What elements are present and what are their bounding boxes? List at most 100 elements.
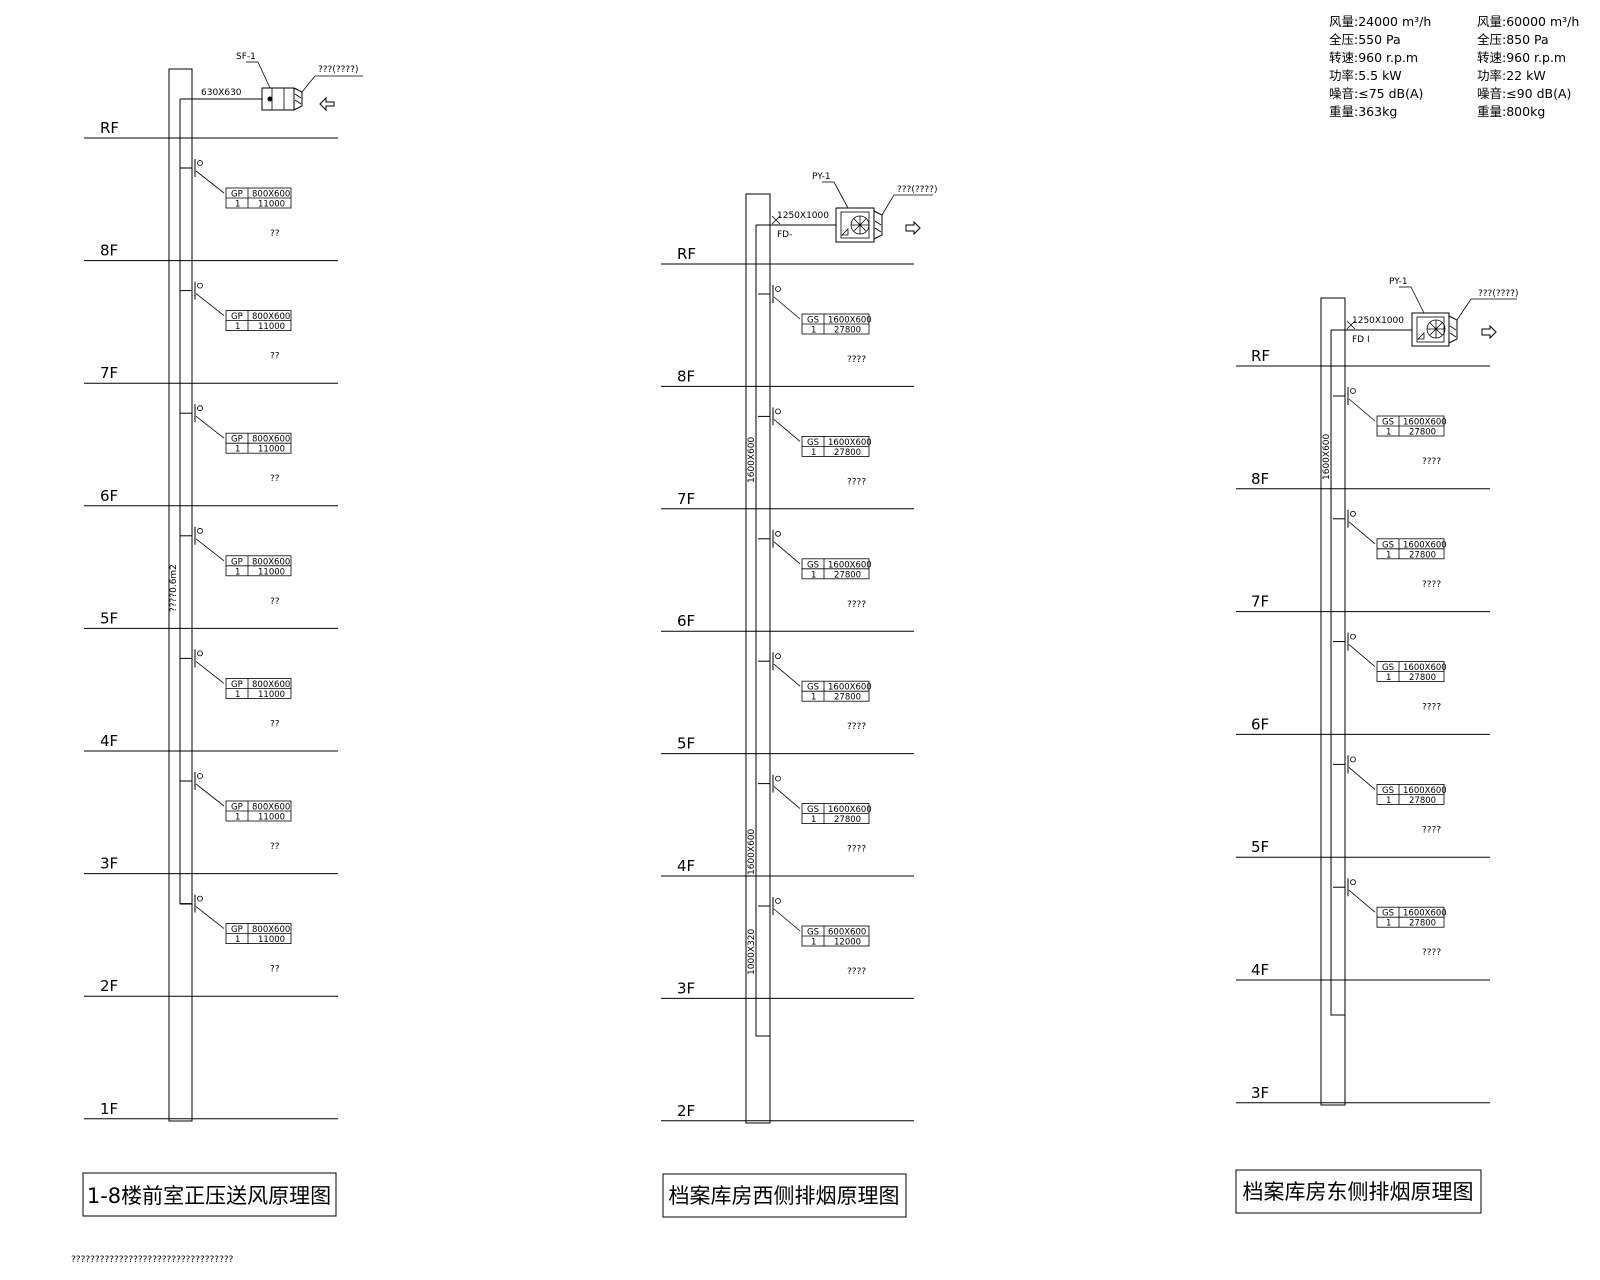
outlet-type: GP	[231, 190, 243, 200]
damper-icon	[191, 281, 203, 301]
shaft-size-label: 1000X320	[747, 928, 757, 975]
diagram-title: 档案库房西侧排烟原理图	[669, 1184, 900, 1208]
outlet-flow: 11000	[258, 567, 285, 577]
floor-level: 4F	[1236, 961, 1490, 981]
spec-value: 960 r.p.m	[1506, 50, 1566, 65]
outlet-note: ????	[847, 845, 866, 855]
floor-label: RF	[677, 245, 696, 263]
spec-value: ≤75 dB(A)	[1358, 86, 1423, 101]
floor-label: 3F	[1251, 1084, 1269, 1102]
damper-icon	[1344, 386, 1356, 406]
duct-size-label: 1250X1000	[777, 211, 829, 221]
outlet-size: 600X600	[828, 928, 866, 938]
floor-label: 8F	[677, 367, 695, 385]
spec-label: 风量:	[1477, 14, 1506, 29]
outlet-size: 1600X600	[828, 560, 872, 570]
duct-size-label: 1250X1000	[1352, 316, 1404, 326]
outlet-type: GS	[1382, 418, 1394, 428]
floor-level: 6F	[84, 487, 338, 507]
outlet-qty: 1	[811, 693, 816, 703]
outlet-type: GS	[1382, 909, 1394, 919]
outlet-type: GP	[231, 435, 243, 445]
spec-value: 5.5 kW	[1358, 68, 1401, 83]
outlet-flow: 27800	[834, 570, 861, 580]
floor-label: 4F	[100, 732, 118, 750]
outlet-type: GS	[807, 438, 819, 448]
spec-label: 重量:	[1477, 104, 1506, 119]
spec-value: 960 r.p.m	[1358, 50, 1418, 65]
air-shaft	[168, 68, 193, 1122]
outlet-note: ????	[1422, 457, 1441, 467]
fan-note: ???(????)	[1478, 289, 1518, 299]
outlet-qty: 1	[1386, 673, 1391, 683]
spec-value: 24000 m³/h	[1358, 14, 1431, 29]
fan-tag: PY-1	[1389, 277, 1408, 287]
outlet-flow: 27800	[834, 693, 861, 703]
diagram-pressurization: 630X630 SF-1 ???(????) ????0.6m2 RF8F7F6…	[82, 52, 363, 1217]
outlet-type: GS	[1382, 540, 1394, 550]
damper-icon	[191, 403, 203, 423]
floor-label: 5F	[1251, 838, 1269, 856]
outlet-type: GS	[807, 928, 819, 938]
spec-label: 转速:	[1329, 50, 1358, 65]
floor-level: 5F	[1236, 838, 1490, 858]
floor-label: 8F	[1251, 470, 1269, 488]
outlet-size: 1600X600	[1403, 540, 1447, 550]
outlet-type: GS	[1382, 663, 1394, 673]
spec-label: 全压:	[1477, 32, 1506, 47]
floor-level: RF	[1236, 347, 1490, 367]
air-shaft	[1320, 297, 1346, 1106]
outlet-note: ????	[847, 600, 866, 610]
title-box	[662, 1173, 907, 1218]
outlet-type: GS	[1382, 786, 1394, 796]
fan-body	[1411, 312, 1450, 347]
exhaust-fan: PY-1 ???(????)	[812, 172, 937, 243]
svg-text:噪音:≤75 dB(A): 噪音:≤75 dB(A)	[1329, 86, 1423, 101]
damper-icon	[1344, 509, 1356, 529]
spec-value: 363kg	[1358, 104, 1397, 119]
outlet-note: ??	[270, 229, 280, 239]
svg-text:全压:550 Pa: 全压:550 Pa	[1329, 32, 1401, 47]
outlet-type: GS	[807, 683, 819, 693]
damper-icon	[769, 529, 781, 549]
outlet-size: 800X600	[252, 190, 290, 200]
outlet-qty: 1	[235, 200, 240, 210]
floor-level: 2F	[84, 977, 338, 997]
diagram-west-exhaust: 1250X1000 FD- PY-1 ???(????) 1600X600 16…	[661, 172, 937, 1218]
title-box	[1235, 1169, 1482, 1214]
outlet-type: GS	[807, 316, 819, 326]
floor-label: 6F	[677, 612, 695, 630]
floor-level: 8F	[84, 242, 338, 262]
airflow-arrow-icon	[1481, 324, 1497, 340]
floor-level: 5F	[84, 609, 338, 629]
outlet-type: GS	[807, 805, 819, 815]
diagram-title: 档案库房东侧排烟原理图	[1243, 1180, 1474, 1204]
floor-label: 5F	[100, 609, 118, 627]
damper-icon	[1344, 632, 1356, 652]
airflow-arrow-icon	[319, 96, 335, 112]
spec-label: 全压:	[1329, 32, 1358, 47]
floor-level: 5F	[661, 735, 914, 755]
spec-label: 噪音:	[1477, 86, 1506, 101]
outlet-note: ????	[1422, 825, 1441, 835]
spec-value: 60000 m³/h	[1506, 14, 1579, 29]
outlet-flow: 11000	[258, 322, 285, 332]
exhaust-fan: PY-1 ???(????)	[1389, 277, 1518, 347]
outlet-note: ??	[270, 965, 280, 975]
spec-label: 功率:	[1477, 68, 1506, 83]
floor-label: 7F	[1251, 593, 1269, 611]
floor-level: RF	[661, 245, 914, 265]
outlet-note: ??	[270, 719, 280, 729]
air-shaft	[745, 193, 771, 1124]
floor-level: 4F	[84, 732, 338, 752]
fan-body	[835, 207, 875, 243]
